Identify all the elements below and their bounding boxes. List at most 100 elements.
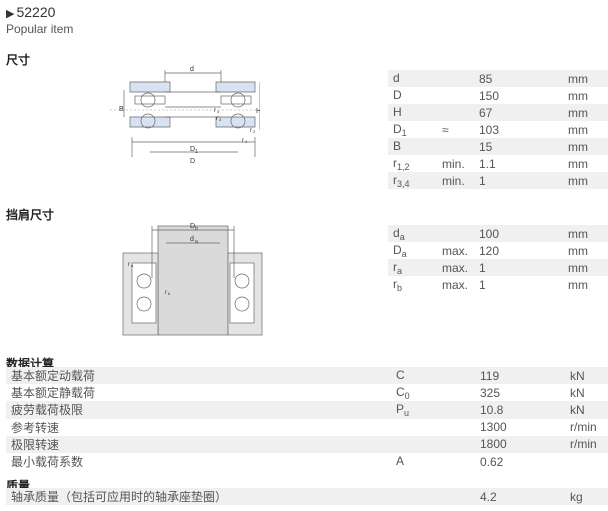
- symbol-subscript: a: [399, 231, 405, 242]
- mass-name: 轴承质量（包括可应用时的轴承座垫圈）: [6, 488, 396, 506]
- calc-unit: kN: [570, 385, 585, 400]
- symbol-text: D: [393, 87, 402, 102]
- spec-symbol: H: [388, 104, 442, 121]
- calc-symbol: C0: [396, 384, 480, 401]
- spec-unit: mm: [568, 138, 608, 155]
- spec-value: 85: [479, 70, 568, 87]
- calc-unit: kN: [570, 367, 608, 385]
- section-dimensions-heading: 尺寸: [6, 53, 31, 67]
- calc-symbol: Pu: [396, 401, 480, 419]
- mass-value: 4.2: [480, 488, 570, 506]
- calc-value: 0.62: [480, 454, 504, 469]
- label-r4: r: [214, 108, 216, 114]
- symbol-text: r: [393, 155, 397, 170]
- calc-unit: kN: [570, 401, 608, 419]
- section-abutment-heading: 挡肩尺寸: [6, 208, 55, 222]
- label-d: d: [190, 66, 194, 73]
- label-rb: r: [165, 290, 167, 296]
- label-r1-sub: 1: [245, 139, 248, 144]
- spec-unit: mm: [568, 88, 588, 103]
- label-rb-sub: b: [168, 291, 171, 296]
- spec-qualifier: ≈: [442, 122, 449, 137]
- label-r3: r: [216, 116, 218, 122]
- calc-name: 基本额定动载荷: [6, 367, 396, 385]
- spec-qualifier: max.: [442, 243, 469, 258]
- spec-symbol: da: [388, 225, 442, 242]
- product-title: ▶52220: [6, 4, 55, 20]
- spec-symbol: B: [388, 138, 442, 155]
- label-r4-sub: 4: [217, 109, 220, 114]
- label-ra: r: [128, 262, 130, 268]
- calc-value: 10.8: [480, 401, 570, 419]
- model-number: 52220: [16, 4, 56, 20]
- triangle-right-icon: ▶: [6, 8, 15, 20]
- spec-qualifier: [442, 87, 479, 104]
- bearing-dimension-drawing: d H B D 1 D r 1 r 2 r 3 r 4: [110, 66, 260, 165]
- symbol-text: C: [396, 367, 405, 382]
- symbol-text: P: [396, 401, 405, 416]
- calc-symbol: [396, 419, 480, 436]
- symbol-text: d: [393, 70, 400, 85]
- spec-unit: mm: [568, 259, 608, 276]
- calc-symbol: [396, 435, 480, 453]
- label-r1: r: [242, 138, 244, 144]
- spec-value: 120: [479, 243, 500, 258]
- calc-unit: r/min: [570, 420, 597, 435]
- symbol-subscript: 1: [401, 127, 407, 138]
- spec-symbol: ra: [388, 259, 442, 276]
- label-Db: D: [190, 223, 195, 230]
- spec-value: 1: [479, 172, 568, 189]
- spec-qualifier: max.: [442, 277, 469, 292]
- spec-unit: mm: [568, 225, 608, 242]
- calc-name: 基本额定静载荷: [11, 386, 96, 401]
- symbol-subscript: 1,2: [397, 161, 410, 172]
- spec-value: 1.1: [479, 156, 496, 171]
- spec-value: 150: [479, 88, 500, 103]
- symbol-text: B: [393, 138, 402, 153]
- spec-symbol: rb: [388, 276, 442, 293]
- calc-name: 疲劳载荷极限: [6, 401, 396, 419]
- symbol-text: C: [396, 384, 405, 399]
- spec-unit: mm: [568, 243, 588, 258]
- symbol-subscript: u: [404, 407, 410, 418]
- symbol-text: d: [393, 225, 400, 240]
- symbol-text: r: [393, 276, 397, 291]
- symbol-text: A: [396, 453, 405, 468]
- spec-qualifier: [442, 70, 479, 87]
- spec-qualifier: max.: [442, 259, 479, 276]
- spec-unit: mm: [568, 277, 588, 292]
- spec-unit: mm: [568, 172, 608, 189]
- symbol-subscript: 3,4: [397, 178, 410, 189]
- spec-unit: mm: [568, 156, 588, 171]
- symbol-text: D: [393, 242, 402, 257]
- spec-qualifier: [442, 138, 479, 155]
- label-da-sub: a: [195, 239, 198, 245]
- symbol-text: D: [393, 121, 402, 136]
- calc-name: 极限转速: [6, 435, 396, 453]
- calc-symbol: C: [396, 367, 480, 385]
- symbol-text: r: [393, 172, 397, 187]
- spec-symbol: Da: [388, 242, 442, 259]
- spec-unit: mm: [568, 104, 608, 121]
- spec-value: 100: [479, 225, 568, 242]
- label-r3-sub: 3: [219, 117, 222, 122]
- label-Db-sub: b: [195, 226, 198, 232]
- spec-symbol: r3,4: [388, 172, 442, 189]
- spec-qualifier: [442, 104, 479, 121]
- label-B: B: [119, 106, 124, 113]
- spec-qualifier: min.: [442, 156, 465, 171]
